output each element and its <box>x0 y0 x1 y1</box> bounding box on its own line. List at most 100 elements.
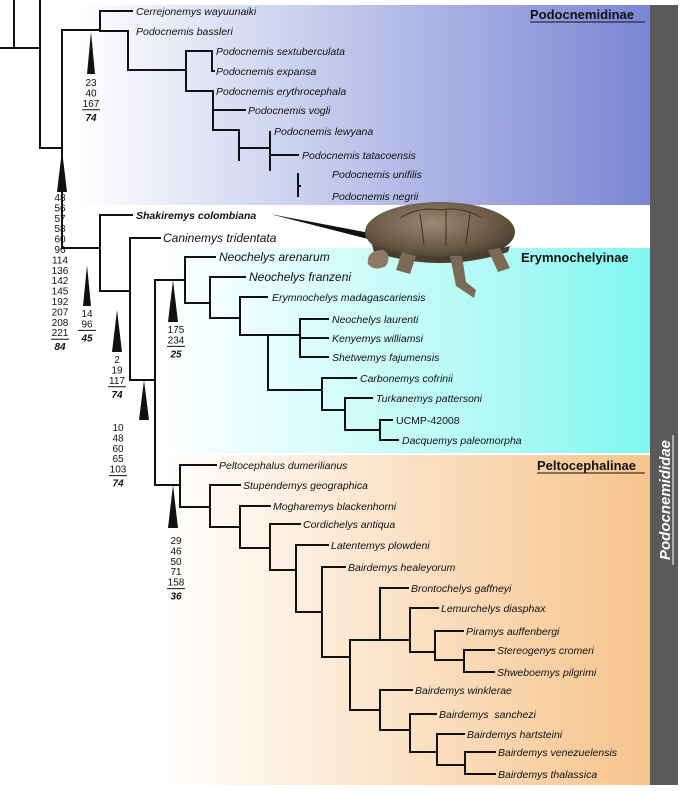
taxon-turkanemys-pattersoni: Turkanemys pattersoni <box>376 393 483 405</box>
taxon-latentemys-plowdeni: Latentemys plowdeni <box>331 540 430 552</box>
taxon-ucmp-42008: UCMP-42008 <box>396 415 460 427</box>
taxon-peltocephalus-dumerilianus: Peltocephalus dumerilianus <box>219 460 348 472</box>
taxon-cordichelys-antiqua: Cordichelys antiqua <box>303 519 395 531</box>
wedge-caninemys-node <box>112 310 122 352</box>
taxon-podocnemis-expansa: Podocnemis expansa <box>216 66 317 78</box>
bremer-support-podocnemidinae: 74 <box>85 113 97 124</box>
support-char-big_node: 207 <box>52 307 69 318</box>
taxon-shakiremys-colombiana: Shakiremys colombiana <box>136 210 256 222</box>
support-char-podocnemidinae: 23 <box>85 78 97 89</box>
taxon-podocnemis-vogli: Podocnemis vogli <box>248 105 331 117</box>
bremer-support-shakiremys_node: 45 <box>80 333 93 344</box>
clade-label-erymnochelyinae: Erymnochelyinae <box>521 250 629 265</box>
taxon-shetwemys-fajumensis: Shetwemys fajumensis <box>332 352 440 364</box>
support-char-peltocephalinae: 50 <box>170 557 182 568</box>
taxon-podocnemis-negrii: Podocnemis negrii <box>332 191 419 203</box>
taxon-bairdemys-thalassica: Bairdemys thalassica <box>498 769 597 781</box>
support-char-big_node: 48 <box>54 193 66 204</box>
taxon-mogharemys-blackenhorni: Mogharemys blackenhorni <box>273 501 397 513</box>
support-char-erym_pelto_node: 65 <box>112 454 124 465</box>
taxon-dacquemys-paleomorpha: Dacquemys paleomorpha <box>402 435 522 447</box>
taxon-kenyemys-williamsi: Kenyemys williamsi <box>332 333 424 345</box>
support-char-caninemys_node: 19 <box>111 365 123 376</box>
bremer-support-erym_pelto_node: 74 <box>112 479 124 490</box>
wedge-podocnemidinae <box>87 32 95 74</box>
support-char-big_node: 96 <box>54 245 66 256</box>
shakiremys-pointer <box>270 214 375 240</box>
taxon-brontochelys-gaffneyi: Brontochelys gaffneyi <box>411 583 512 595</box>
taxon-podocnemis-erythrocephala: Podocnemis erythrocephala <box>216 86 346 98</box>
taxon-stupendemys-geographica: Stupendemys geographica <box>243 480 368 492</box>
support-char-peltocephalinae: 71 <box>170 567 182 578</box>
clade-label-podocnemidinae: Podocnemidinae <box>530 7 634 22</box>
wedge-erym-pelto-node <box>139 380 149 420</box>
wedge-big-node <box>57 150 67 192</box>
support-char-erym_pelto_node: 103 <box>110 465 127 476</box>
support-char-podocnemidinae: 167 <box>83 99 100 110</box>
bremer-support-peltocephalinae: 36 <box>170 592 182 603</box>
support-char-shakiremys_node: 96 <box>81 319 93 330</box>
taxon-neochelys-laurenti: Neochelys laurenti <box>332 314 419 326</box>
taxon-podocnemis-bassleri: Podocnemis bassleri <box>136 26 234 38</box>
taxon-cerrejonemys-wayuunaiki: Cerrejonemys wayuunaiki <box>136 6 257 18</box>
taxon-bairdemys-hartsteini: Bairdemys hartsteini <box>467 729 563 741</box>
taxon-bairdemys-venezuelensis: Bairdemys venezuelensis <box>498 747 618 759</box>
support-char-erym_pelto_node: 48 <box>112 433 124 444</box>
taxon-bairdemys-sanchezi: Bairdemys sanchezi <box>439 709 537 721</box>
taxon-bairdemys-healeyorum: Bairdemys healeyorum <box>348 562 456 574</box>
support-char-podocnemidinae: 40 <box>85 88 97 99</box>
taxon-caninemys-tridentata: Caninemys tridentata <box>163 231 277 245</box>
taxon-bairdemys-winklerae: Bairdemys winklerae <box>415 685 512 697</box>
support-char-big_node: 192 <box>52 297 69 308</box>
support-char-peltocephalinae: 29 <box>170 536 182 547</box>
taxon-podocnemis-sextuberculata: Podocnemis sextuberculata <box>216 46 345 58</box>
wedge-erymnochelyinae <box>168 280 178 322</box>
taxon-erymnochelys-madagascariensis: Erymnochelys madagascariensis <box>272 292 426 304</box>
tree-branches <box>0 0 496 775</box>
support-char-big_node: 136 <box>52 266 69 277</box>
clade-label-peltocephalinae: Peltocephalinae <box>537 458 636 473</box>
support-char-caninemys_node: 117 <box>109 376 125 387</box>
support-char-erymnochelyinae: 234 <box>168 335 185 346</box>
support-char-erym_pelto_node: 60 <box>112 444 124 455</box>
support-char-shakiremys_node: 14 <box>81 309 93 320</box>
taxon-carbonemys-cofrinii: Carbonemys cofrinii <box>360 373 453 385</box>
support-char-big_node: 60 <box>54 235 66 246</box>
support-char-big_node: 58 <box>54 224 66 235</box>
support-char-erymnochelyinae: 175 <box>168 325 185 336</box>
wedge-peltocephalinae <box>168 485 178 528</box>
support-char-big_node: 114 <box>52 255 68 266</box>
support-char-big_node: 221 <box>52 328 69 339</box>
bremer-support-big_node: 84 <box>54 342 66 353</box>
support-char-erym_pelto_node: 10 <box>112 423 124 434</box>
taxon-podocnemis-unifilis: Podocnemis unifilis <box>332 169 423 181</box>
support-numbers: 2340167744856575860961141361421451922072… <box>51 78 185 603</box>
support-char-peltocephalinae: 46 <box>170 546 182 557</box>
erymnochelyinae-background <box>160 248 650 453</box>
family-label: Podocnemididae <box>657 440 674 560</box>
family-bar <box>650 5 678 785</box>
taxon-neochelys-franzeni: Neochelys franzeni <box>249 270 351 284</box>
support-char-big_node: 208 <box>52 318 69 329</box>
peltocephalinae-background <box>160 455 650 785</box>
support-char-caninemys_node: 2 <box>114 355 120 366</box>
support-wedges <box>57 32 178 528</box>
bremer-support-erymnochelyinae: 25 <box>169 349 182 360</box>
taxon-stereogenys-cromeri: Stereogenys cromeri <box>497 645 595 657</box>
support-char-big_node: 145 <box>52 287 69 298</box>
taxon-neochelys-arenarum: Neochelys arenarum <box>219 250 330 264</box>
taxon-piramys-auffenbergi: Piramys auffenbergi <box>466 626 560 638</box>
taxon-podocnemis-lewyana: Podocnemis lewyana <box>274 126 373 138</box>
support-char-peltocephalinae: 158 <box>168 578 185 589</box>
support-char-big_node: 142 <box>52 276 69 287</box>
wedge-shakiremys-node <box>83 265 91 306</box>
taxon-podocnemis-tatacoensis: Podocnemis tatacoensis <box>302 150 417 162</box>
bremer-support-caninemys_node: 74 <box>111 390 123 401</box>
podocnemidinae-background <box>75 5 650 205</box>
support-char-big_node: 57 <box>54 214 66 225</box>
taxon-lemurchelys-diasphax: Lemurchelys diasphax <box>441 603 546 615</box>
turtle-illustration <box>365 202 515 298</box>
taxon-shweboemys-pilgrimi: Shweboemys pilgrimi <box>497 667 597 679</box>
support-char-big_node: 56 <box>54 203 66 214</box>
